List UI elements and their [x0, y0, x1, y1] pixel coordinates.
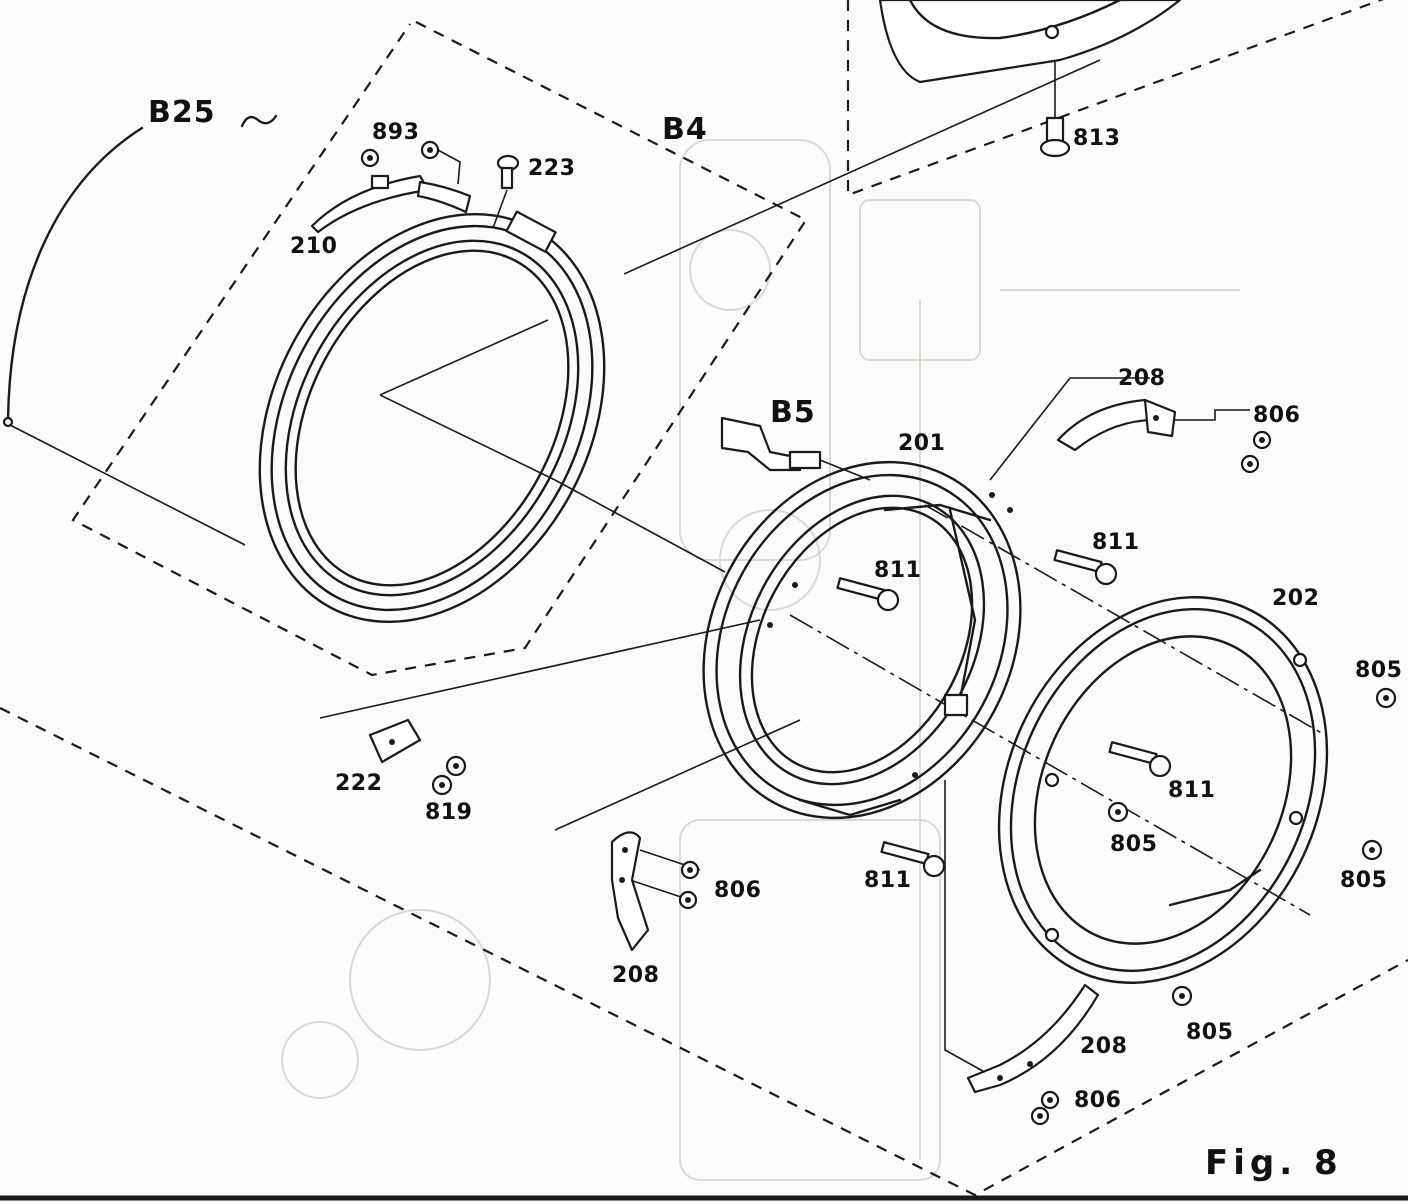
b25-callout-arc — [6, 126, 144, 422]
bracket-b5 — [720, 416, 871, 481]
part-label-805-c: 805 — [1340, 868, 1388, 893]
part-210-arm — [416, 180, 472, 214]
b25-continuation-mark — [240, 114, 278, 128]
part-label-201: 201 — [898, 431, 946, 456]
rear-plate-202 — [997, 596, 1329, 984]
group-label-b5: B5 — [770, 395, 816, 430]
part-label-805-a: 805 — [1355, 658, 1403, 683]
part-label-805-d: 805 — [1186, 1020, 1234, 1045]
spring-208-bottom — [966, 983, 1100, 1094]
spring-208-left — [610, 831, 650, 952]
screws-806-top — [1240, 430, 1272, 474]
screws-893 — [360, 140, 461, 185]
part-210-clip — [310, 174, 430, 234]
screws-811 — [836, 549, 1172, 878]
leader-lines — [9, 59, 1326, 1076]
part-label-222: 222 — [335, 771, 383, 796]
housing-screw-hole — [1044, 24, 1060, 40]
part-label-806-left: 806 — [714, 878, 762, 903]
spring-208-top — [1056, 398, 1177, 452]
pin-223 — [492, 154, 520, 229]
part-label-811-b: 811 — [874, 558, 922, 583]
part-label-813: 813 — [1073, 126, 1121, 151]
part-label-811-a: 811 — [1092, 530, 1140, 555]
part-label-202: 202 — [1272, 586, 1320, 611]
part-210-tab — [370, 174, 390, 190]
screws-819 — [431, 755, 467, 796]
part-label-893: 893 — [372, 120, 420, 145]
screw-813 — [1039, 60, 1071, 158]
front-ring-b4 — [258, 210, 606, 624]
part-label-805-b: 805 — [1110, 832, 1158, 857]
mount-ring-201-details — [767, 492, 1013, 817]
b25-callout-end — [2, 416, 14, 428]
part-label-208-left: 208 — [612, 963, 660, 988]
part-label-806-bottom: 806 — [1074, 1088, 1122, 1113]
part-label-819: 819 — [425, 800, 473, 825]
housing-fragment — [878, 0, 1182, 84]
rear-plate-202-holes — [1044, 652, 1308, 943]
background-ghost-print — [281, 139, 1240, 1181]
part-label-223: 223 — [528, 156, 576, 181]
part-label-208-top: 208 — [1118, 366, 1166, 391]
group-label-b4: B4 — [662, 112, 708, 147]
figure-caption: Fig. 8 — [1205, 1143, 1343, 1183]
clip-222 — [368, 718, 422, 764]
screws-806-bottom — [1030, 1090, 1060, 1126]
housing-inner-edge — [908, 0, 1122, 40]
group-label-b25: B25 — [148, 95, 216, 130]
part-label-811-d: 811 — [864, 868, 912, 893]
part-label-806-top: 806 — [1253, 403, 1301, 428]
screws-806-left — [678, 860, 700, 910]
part-label-208-bottom: 208 — [1080, 1034, 1128, 1059]
part-label-210: 210 — [290, 234, 338, 259]
part-label-811-c: 811 — [1168, 778, 1216, 803]
screws-805 — [1107, 687, 1397, 1007]
